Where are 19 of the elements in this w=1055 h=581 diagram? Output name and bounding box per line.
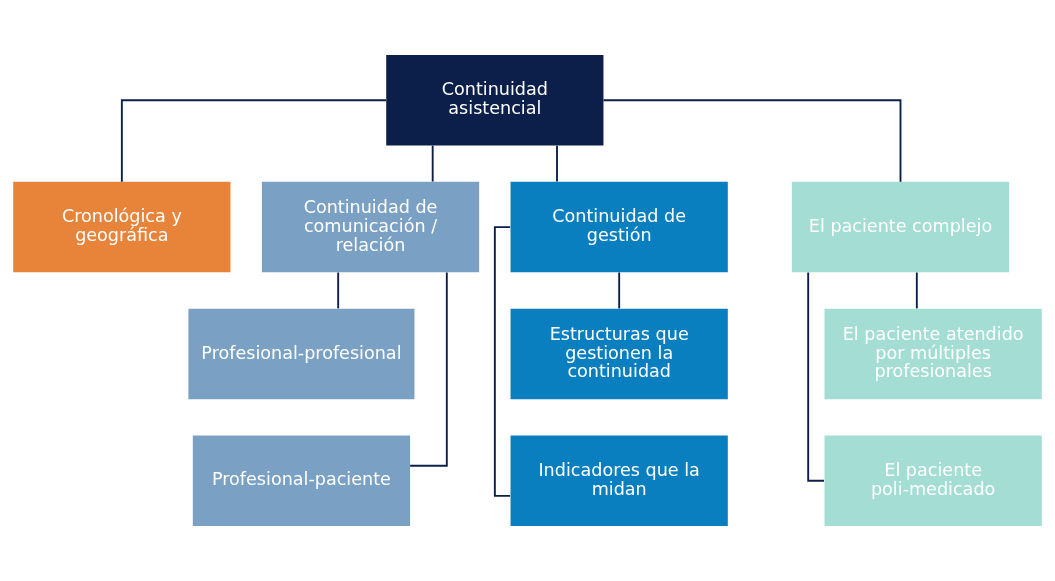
connector [915,271,918,310]
node-box: El paciente complejo [791,181,1010,273]
connector [602,99,902,183]
connector [409,271,448,467]
node-box: El paciente poli-medicado [824,435,1042,526]
connector [337,271,340,310]
node-box: Continuidad asistencial [386,55,604,146]
node-box: Profesional-profesional [188,308,415,400]
node-box: Continuidad de comunicación / relación [261,181,480,273]
node-box: El paciente atendido por múltiples profesionales [824,308,1042,400]
connector [431,144,434,183]
connector [120,99,387,183]
node-box: Profesional-paciente [192,435,411,526]
node-box: Continuidad de gestión [510,181,728,273]
node-box: Indicadores que la midan [510,435,728,526]
node-box: Estructuras que gestionen la continuidad [510,308,728,400]
connector [618,271,621,310]
node-box: Cronológica y geográfica [13,181,231,273]
connector [556,144,558,183]
